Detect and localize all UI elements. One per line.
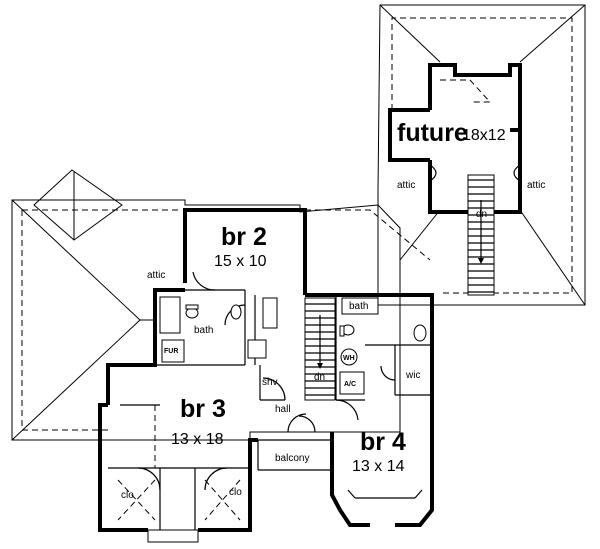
bath-label-right: bath	[349, 301, 368, 312]
br3-size: 13 x 18	[171, 431, 224, 448]
roof-outline-right	[377, 4, 586, 306]
roof-outline-left	[11, 169, 431, 441]
attic-label-left: attic	[397, 180, 415, 191]
future-room-name: future	[397, 119, 468, 147]
attic-label-br2: attic	[147, 270, 165, 281]
shv-label: shv	[262, 377, 278, 388]
furnace-label: FUR	[164, 348, 178, 355]
closet-label-left: clo	[121, 490, 134, 501]
hall-label: hall	[275, 404, 291, 415]
ac-label: A/C	[344, 381, 356, 388]
future-room-size: 18x12	[462, 127, 506, 144]
wic-label: wic	[405, 370, 420, 381]
stair-main	[304, 297, 336, 401]
attic-label-right: attic	[527, 180, 545, 191]
bath-label-left: bath	[194, 325, 213, 336]
bath-fixtures-right	[339, 297, 427, 395]
br3-name: br 3	[180, 395, 226, 423]
closet-label-right: clo	[229, 487, 242, 498]
stair-dn-label: dn	[314, 372, 325, 383]
br4-size: 13 x 14	[352, 458, 405, 475]
br2-name: br 2	[221, 223, 267, 251]
bay-window	[347, 489, 423, 499]
interior-walls	[108, 289, 432, 543]
br4-name: br 4	[360, 428, 406, 456]
balcony-label: balcony	[275, 453, 309, 464]
bath-fixtures-left	[159, 296, 278, 363]
dashed-dividers	[117, 405, 241, 521]
water-heater-label: WH	[343, 355, 355, 362]
future-stair-dn-label: dn	[476, 209, 487, 220]
future-room	[388, 63, 522, 296]
br2-size: 15 x 10	[214, 253, 267, 270]
exterior-walls	[98, 208, 434, 532]
